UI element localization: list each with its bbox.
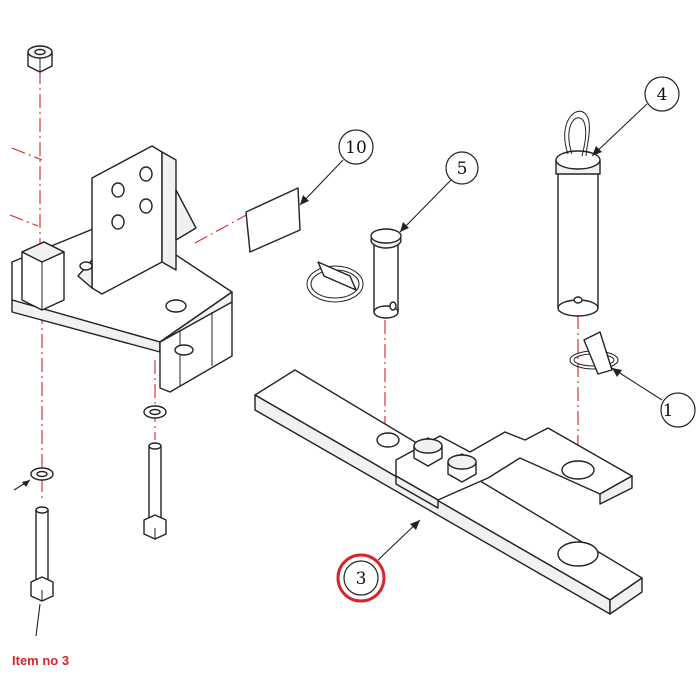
balloon-3-label: 3	[356, 569, 367, 589]
label-plate	[245, 187, 301, 253]
mid-washer	[143, 405, 167, 419]
balloon-4: 4	[644, 76, 680, 112]
lock-nut	[27, 45, 53, 73]
left-bolt	[30, 506, 54, 637]
balloon-5: 5	[445, 151, 479, 185]
item-caption: Item no 3	[12, 653, 70, 668]
centerline-edge-mid	[9, 214, 39, 227]
hitch-pin-5	[370, 228, 402, 319]
leader-lines	[299, 103, 663, 561]
leader-1	[611, 367, 663, 401]
mid-bolt	[143, 442, 167, 540]
drawbar	[254, 369, 643, 615]
mount-bracket	[11, 145, 233, 393]
leader-5	[399, 179, 452, 233]
balloon-3: 3	[336, 553, 386, 603]
balloon-5-label: 5	[457, 159, 468, 179]
balloon-1-label: 1	[663, 401, 674, 421]
drawbar-bolt-2	[447, 453, 477, 483]
balloon-1: 1	[660, 392, 696, 428]
pin-4-clip	[569, 331, 619, 375]
leader-4	[591, 103, 648, 157]
centerline-edge-top	[11, 147, 43, 161]
left-washer	[13, 467, 54, 491]
balloon-10-label: 10	[345, 138, 367, 158]
balloon-4-label: 4	[657, 85, 668, 105]
centerlines	[9, 70, 579, 500]
balloon-3-highlight-ring	[336, 553, 386, 603]
balloon-10: 10	[338, 129, 374, 165]
centerline-label-plate	[194, 212, 251, 244]
leader-10	[299, 159, 344, 206]
lynch-pin-clip	[306, 261, 364, 303]
drawbar-bolt-1	[413, 437, 443, 467]
pin-4	[555, 110, 601, 317]
